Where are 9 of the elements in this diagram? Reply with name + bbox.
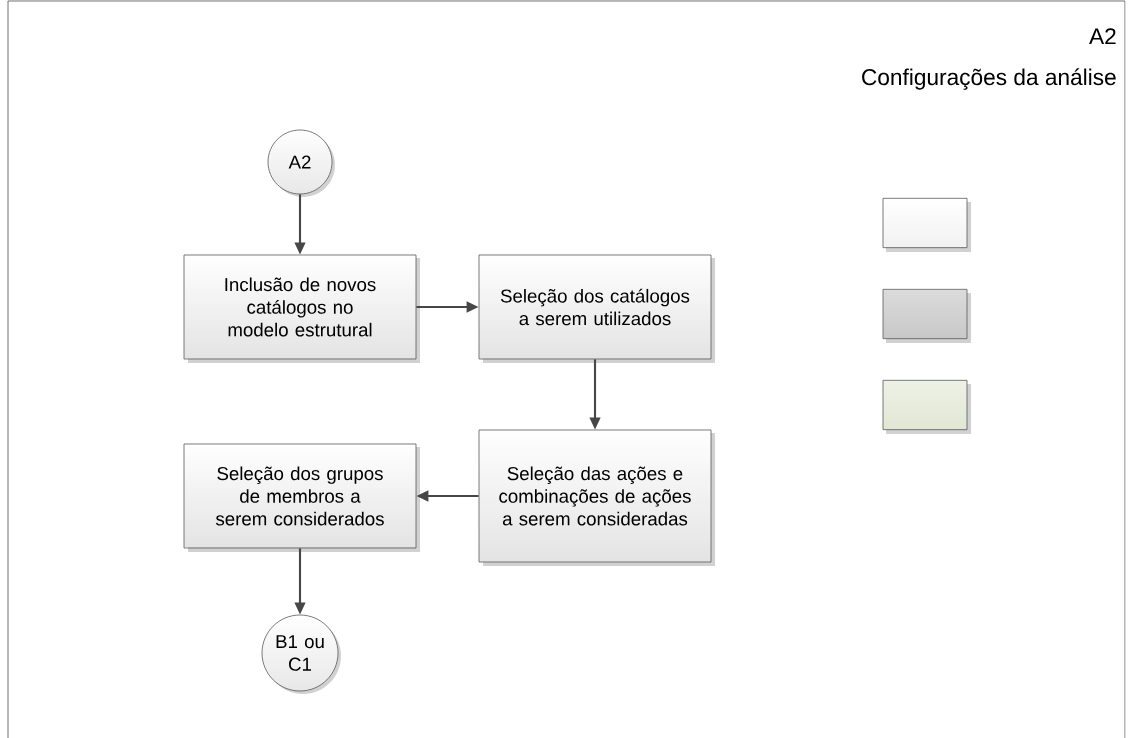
process-box: Seleção dos grupos de membros a serem considerados [183, 443, 420, 552]
legend-swatch-box [882, 379, 971, 434]
heading: A2 [1089, 28, 1116, 45]
legend-swatch-box [882, 288, 971, 343]
legend-swatch-box [882, 197, 971, 252]
process-box: Seleção dos catálogos a serem utilizados [478, 254, 715, 363]
process-box: Inclusão de novos catálogos no modelo estrutural [183, 254, 420, 363]
heading: Configurações da análise [862, 68, 1116, 90]
process-box: Seleção das ações e combinações de ações a serem consideradas [478, 429, 715, 566]
